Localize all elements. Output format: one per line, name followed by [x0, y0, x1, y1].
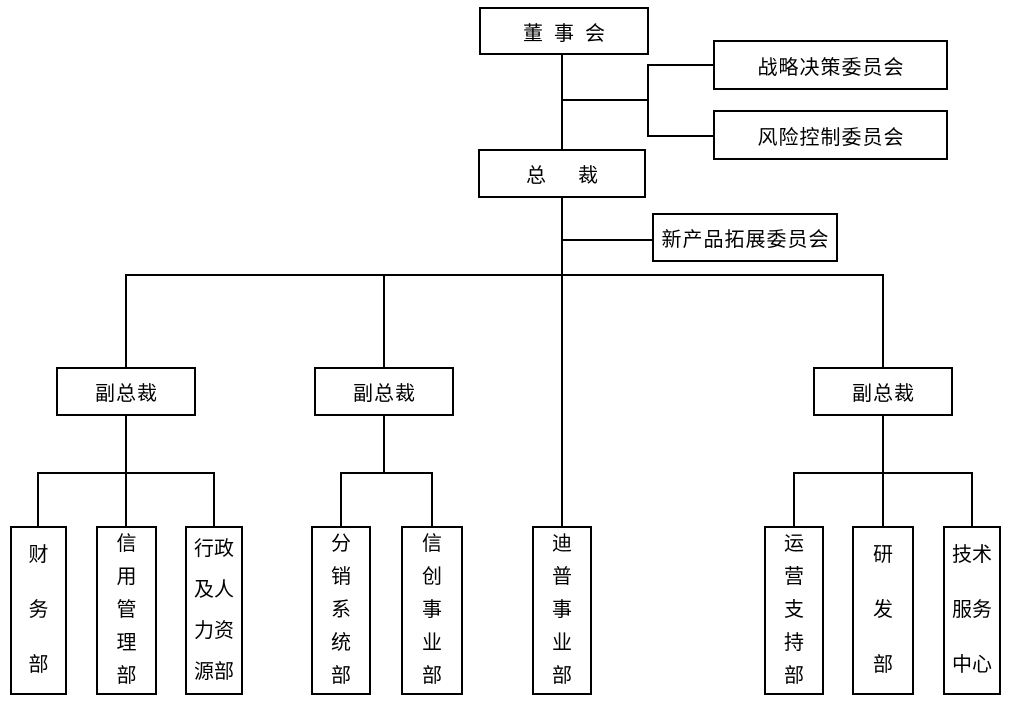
node-admin-hr-dept-label: 行政 及人 力资 源部	[194, 537, 234, 683]
connector-drop-distribution	[340, 472, 342, 527]
node-dipu-business-dept: 迪 普 事 业 部	[532, 526, 592, 695]
connector-drop-vp-right	[882, 274, 884, 368]
connector-new-product-committee-stub	[561, 239, 652, 241]
connector-drop-credit	[125, 472, 127, 527]
connector-drop-finance	[37, 472, 39, 527]
connector-drop-operation-support	[793, 472, 795, 527]
node-distribution-system-dept-label: 分 销 系 统 部	[331, 533, 351, 687]
node-vp-right: 副总裁	[813, 367, 953, 416]
connector-drop-vp-middle	[383, 274, 385, 368]
node-finance-dept: 财 务 部	[10, 526, 67, 695]
connector-main-distribution	[125, 274, 884, 276]
node-vp-middle: 副总裁	[314, 367, 454, 416]
node-president: 总裁	[478, 149, 646, 198]
node-board-label: 董事会	[523, 22, 616, 45]
connector-vp-left-sub	[125, 415, 127, 473]
node-credit-management-dept-label: 信 用 管 理 部	[116, 533, 137, 687]
node-admin-hr-dept: 行政 及人 力资 源部	[185, 526, 243, 695]
node-board: 董事会	[479, 7, 649, 55]
connector-risk-committee-stub	[647, 135, 713, 137]
node-risk-committee: 风险控制委员会	[713, 110, 948, 160]
node-finance-dept-label: 财 务 部	[28, 544, 49, 676]
node-rd-dept-label: 研 发 部	[873, 544, 893, 676]
node-credit-management-dept: 信 用 管 理 部	[96, 526, 157, 695]
connector-drop-rd	[882, 472, 884, 527]
connector-committee-spine	[647, 64, 649, 137]
connector-drop-xinchuang	[431, 472, 433, 527]
node-xinchuang-business-dept-label: 信 创 事 业 部	[422, 533, 442, 687]
connector-sub-middle	[340, 472, 433, 474]
node-rd-dept: 研 发 部	[852, 526, 914, 695]
connector-president-trunk	[561, 197, 563, 527]
connector-drop-tech-service	[971, 472, 973, 527]
node-vp-right-label: 副总裁	[852, 383, 915, 405]
node-president-label: 总裁	[526, 165, 630, 187]
node-risk-committee-label: 风险控制委员会	[757, 126, 905, 149]
connector-vp-middle-sub	[383, 415, 385, 473]
connector-drop-vp-left	[125, 274, 127, 368]
node-operation-support-dept-label: 运 营 支 持 部	[784, 533, 804, 687]
node-dipu-business-dept-label: 迪 普 事 业 部	[552, 533, 572, 687]
node-xinchuang-business-dept: 信 创 事 业 部	[401, 526, 463, 695]
node-distribution-system-dept: 分 销 系 统 部	[311, 526, 371, 695]
node-vp-middle-label: 副总裁	[353, 383, 416, 405]
connector-drop-admin-hr	[213, 472, 215, 527]
node-operation-support-dept: 运 营 支 持 部	[764, 526, 824, 695]
node-strategy-committee: 战略决策委员会	[713, 40, 948, 90]
node-vp-left-label: 副总裁	[95, 383, 158, 405]
node-tech-service-center-label: 技术 服务 中心	[952, 544, 992, 676]
connector-board-president	[561, 53, 563, 150]
connector-strategy-committee-stub	[647, 64, 713, 66]
connector-vp-right-sub	[882, 415, 884, 473]
node-vp-left: 副总裁	[56, 367, 196, 416]
node-strategy-committee-label: 战略决策委员会	[757, 56, 905, 79]
node-new-product-committee: 新产品拓展委员会	[652, 213, 838, 262]
connector-board-committee-branch	[561, 99, 649, 101]
node-tech-service-center: 技术 服务 中心	[943, 526, 1001, 695]
node-new-product-committee-label: 新产品拓展委员会	[661, 229, 830, 251]
